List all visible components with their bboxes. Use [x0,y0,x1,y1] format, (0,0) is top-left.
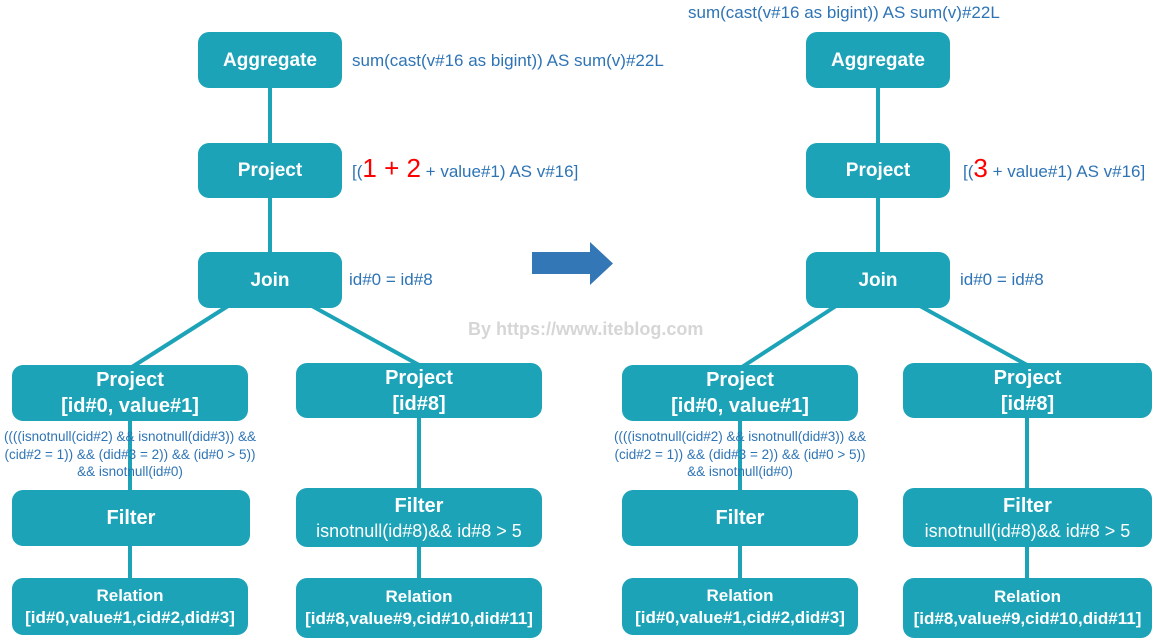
right-filter-condition: ((((isnotnull(cid#2) && isnotnull(did#3)… [590,428,890,481]
condition-line: ((((isnotnull(cid#2) && isnotnull(did#3)… [613,429,867,444]
left-branch2-project-node: Project [id#8] [296,363,542,418]
left-branch2-filter-node: Filter isnotnull(id#8)&& id#8 > 5 [296,488,542,547]
right-branch2-filter-node: Filter isnotnull(id#8)&& id#8 > 5 [903,488,1152,547]
condition-line: && isnotnull(id#0) [687,464,793,479]
condition-line: ((((isnotnull(cid#2) && isnotnull(did#3)… [3,429,257,444]
filter-label: Filter [1003,494,1052,517]
project-columns: [id#8] [392,392,446,415]
left-aggregate-annotation: sum(cast(v#16 as bigint)) AS sum(v)#22L [352,51,664,70]
right-branch2-project-node: Project [id#8] [903,363,1152,418]
condition-line: && isnotnull(id#0) [77,464,183,479]
filter-label: Filter [394,494,444,517]
right-branch-filter-node: Filter [622,490,858,546]
left-join-label: Join [250,269,290,291]
left-project-annotation: [(1 + 2 + value#1) AS v#16] [352,153,578,184]
relation-columns: [id#0,value#1,cid#2,did#3] [635,607,845,627]
expr-prefix: [( [352,162,363,181]
left-aggregate-label: Aggregate [223,49,317,71]
expr-prefix: [( [963,162,974,181]
watermark-text: By https://www.iteblog.com [468,319,704,339]
project-columns: [id#8] [1000,392,1055,415]
right-project-label: Project [845,160,911,181]
expr-suffix: + value#1) AS v#16] [420,162,579,181]
relation-columns: [id#8,value#9,cid#10,did#11] [305,609,533,628]
relation-label: Relation [385,587,453,606]
left-branch-project-node: Project [id#0, value#1] [12,365,248,421]
condition-line: (cid#2 = 1)) && (did#3 = 2)) && (id#0 > … [614,446,866,462]
right-project-node: Project [806,143,950,198]
project-columns: [id#0, value#1] [671,395,809,417]
highlighted-constant: 1 + 2 [362,153,421,183]
right-aggregate-annotation: sum(cast(v#16 as bigint)) AS sum(v)#22L [688,3,1000,22]
relation-columns: [id#0,value#1,cid#2,did#3] [25,607,235,627]
left-aggregate-node: Aggregate [198,32,342,88]
right-branch-relation-node: Relation [id#0,value#1,cid#2,did#3] [622,578,858,635]
relation-label: Relation [96,585,164,605]
relation-columns: [id#8,value#9,cid#10,did#11] [913,609,1142,628]
left-branch-relation-node: Relation [id#0,value#1,cid#2,did#3] [12,578,248,635]
highlighted-constant: 3 [973,153,988,183]
project-label: Project [385,366,453,389]
left-branch-filter-node: Filter [12,490,250,546]
project-columns: [id#0, value#1] [61,395,199,417]
left-project-label: Project [237,160,303,181]
left-join-annotation: id#0 = id#8 [349,270,433,289]
right-aggregate-label: Aggregate [831,49,925,71]
right-join-annotation: id#0 = id#8 [960,270,1044,289]
left-branch2-relation-node: Relation [id#8,value#9,cid#10,did#11] [296,578,542,638]
condition-line: (cid#2 = 1)) && (did#3 = 2)) && (id#0 > … [4,446,256,462]
left-join-node: Join [198,252,342,308]
right-arrow-icon [532,242,613,285]
filter-condition: isnotnull(id#8)&& id#8 > 5 [924,520,1131,541]
relation-label: Relation [993,587,1062,606]
expr-suffix: + value#1) AS v#16] [987,162,1146,181]
project-label: Project [96,369,164,391]
project-label: Project [993,366,1062,389]
filter-label: Filter [106,507,156,529]
relation-label: Relation [706,585,774,605]
tree-connectors [128,88,1029,580]
left-project-node: Project [198,143,342,198]
right-branch2-relation-node: Relation [id#8,value#9,cid#10,did#11] [903,578,1152,638]
right-project-annotation: [(3 + value#1) AS v#16] [963,153,1145,184]
right-join-label: Join [858,269,898,291]
right-branch-project-node: Project [id#0, value#1] [622,365,858,421]
right-aggregate-node: Aggregate [806,32,950,88]
project-label: Project [706,369,774,391]
left-filter-condition: ((((isnotnull(cid#2) && isnotnull(did#3)… [0,428,280,481]
filter-condition: isnotnull(id#8)&& id#8 > 5 [316,520,522,541]
right-join-node: Join [806,252,950,308]
filter-label: Filter [715,507,765,529]
